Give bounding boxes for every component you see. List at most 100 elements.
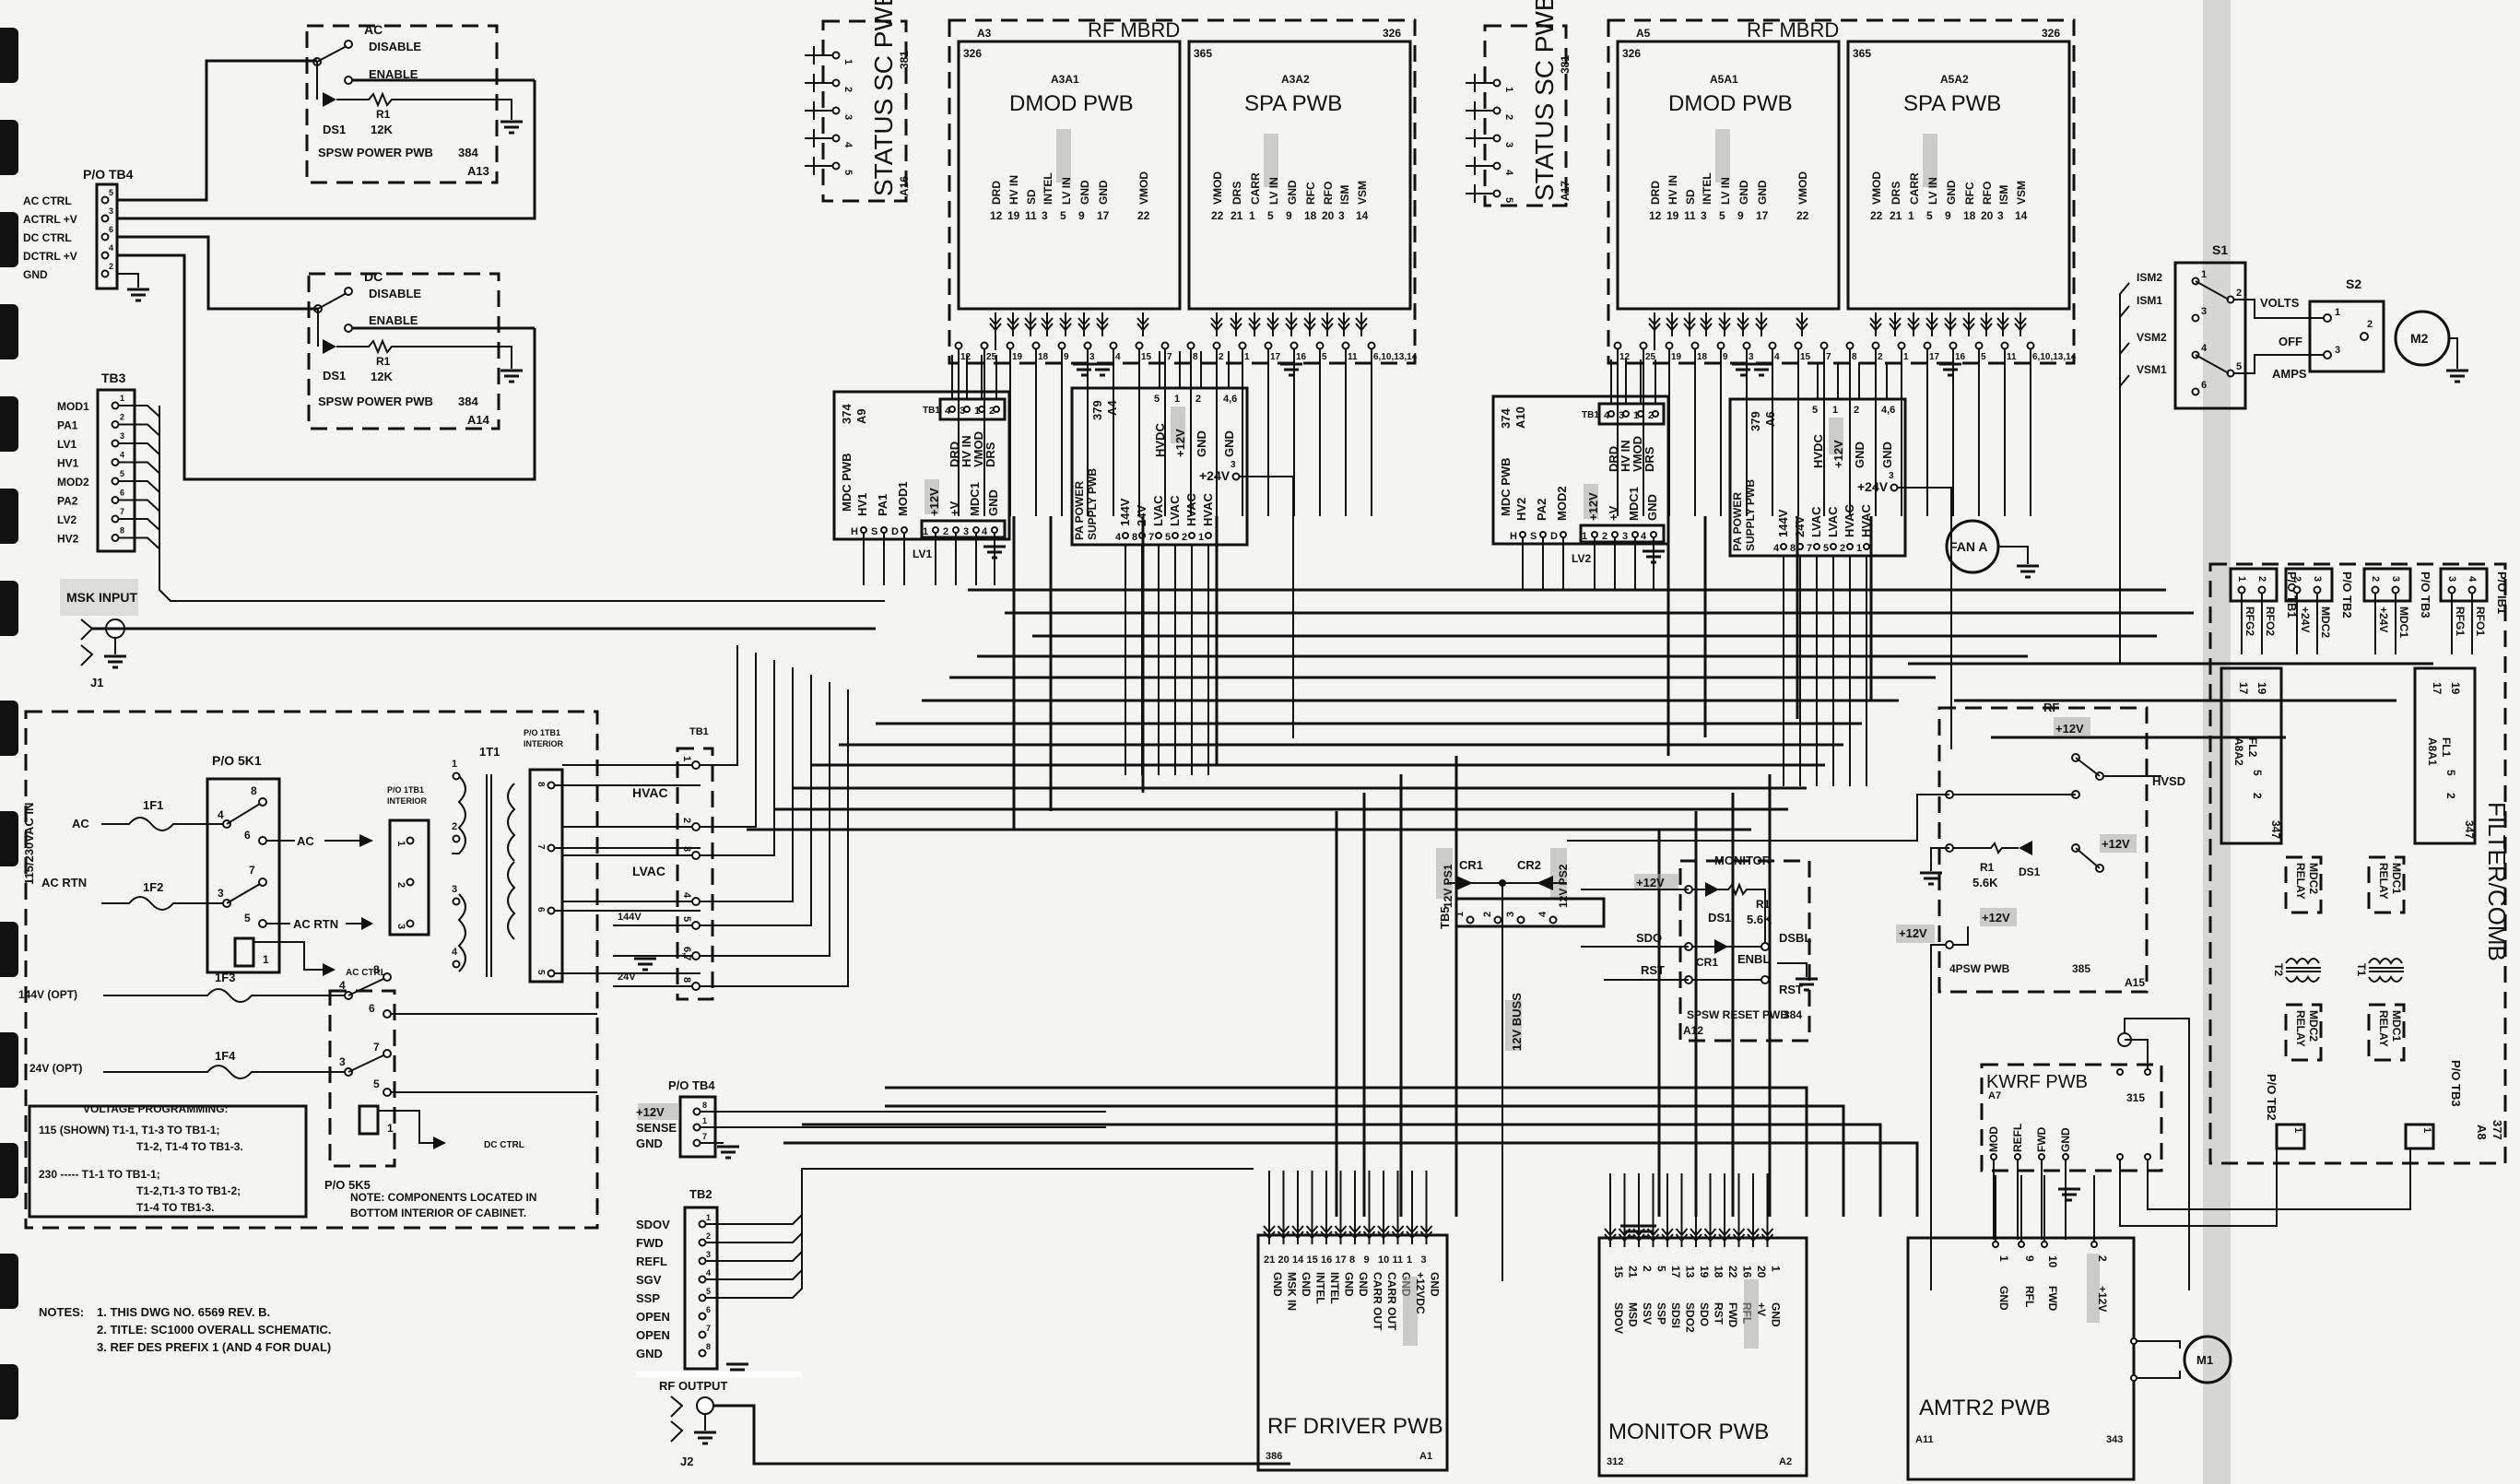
wire [119,518,160,531]
tb3-pin-label: LV2 [57,513,77,526]
tb1-interior-label-2: INTERIOR [387,796,428,806]
wire [706,1168,1254,1262]
dmod-pin-number: 9 [1078,209,1085,222]
wire [706,1168,1254,1299]
tb3-pin-label: PA2 [57,495,78,508]
spa-num: 365 [1853,47,1871,60]
reset-rst2: RST [1779,983,1803,996]
k1-pin-number: 3 [218,887,224,900]
tb2-title: TB2 [689,1187,712,1201]
outline [1454,897,1606,928]
t1-pin-number: 1 [452,759,457,770]
relay-label: RELAY [2294,1010,2307,1047]
terminal-pin [2130,1374,2137,1382]
sec-tb-label-1: P/O 1TB1 [524,728,560,737]
wire [1666,312,1678,336]
dmod-ref: A3A1 [1051,73,1079,86]
wire [1007,312,1019,336]
wire [700,682,830,957]
k5-pin-number: 6 [369,1002,375,1015]
fl-num: 347 [2269,820,2282,839]
tb4-pin-label: AC CTRL [23,194,72,207]
terminal-pin [1897,341,1906,350]
dmod-pin-label: GND [1097,180,1110,205]
resistor-icon [336,338,512,369]
terminal-pin [406,836,415,845]
terminal-pin [698,1312,707,1321]
binder-hole [0,120,18,175]
spa-pin-number: 5 [1926,209,1933,222]
paps-top-number: 5 [1154,394,1160,405]
rfdrv-pin-number: 8 [1349,1254,1355,1266]
t1-pin-number: 2 [452,821,457,832]
wire [1266,312,1279,336]
highlight-mark [2087,1254,2100,1323]
mbrd-bottom-pin-number: 5 [1981,352,1986,362]
outline [920,519,1007,539]
psw4-r1: R1 [1980,861,1995,874]
mbrd-bottom-pin-number: 18 [1697,352,1708,362]
s2-off: OFF [2279,335,2302,348]
terminal-pin [1637,410,1644,418]
terminal-pin [258,836,267,845]
mdc-lv-label: LV1 [913,548,932,560]
arrow-icon [361,917,373,930]
mdc-bottom-number: S [871,526,877,537]
filter-tb-pin-label: +24V [2377,607,2390,632]
mdc-bottom-label: +12V [1586,492,1600,521]
paps-bottom-number: 4 [1115,532,1122,543]
terminal-pin [1780,543,1787,550]
wire [457,893,466,972]
paps-24v-number: 3 [1889,471,1894,481]
filter-tb-pin-label: RFG1 [2454,607,2467,636]
terminal-pin [406,919,415,928]
mbrd-bottom-pin-number: 6,10,13,14 [2032,352,2077,362]
spa-pin-number: 20 [1981,209,1994,222]
mdc-bottom-number: 1 [923,526,928,537]
outline [2439,567,2489,603]
dmod-pin-number: 3 [1042,209,1048,222]
terminal-pin [2144,1068,2151,1076]
wire [1692,882,1766,947]
rfdrv-pin-number: 1 [1407,1254,1412,1266]
spsw-ac-title: AC [364,22,383,37]
spsw-ac-r1-value: 12K [371,123,393,136]
tb1-hvac: HVAC [632,785,668,800]
terminal-pin [1519,531,1526,538]
k5-pin-number: 5 [373,1078,380,1090]
mdc-bottom-label: HV1 [855,493,869,516]
wire [1210,312,1223,336]
wire [1930,847,1949,871]
terminal-pin [691,982,701,991]
wire [1737,312,1749,336]
filter-ptb3: P/O TB3 [2449,1060,2463,1107]
dmod-name: DMOD PWB [1668,91,1793,116]
terminal-pin [1871,341,1880,350]
mbrd-bottom-pin-number: 17 [1929,352,1940,362]
rfdrv-pin-number: 14 [1292,1254,1304,1266]
filter-tb-pin-label: RFO1 [2474,607,2487,636]
reset-cr1: CR1 [1696,956,1718,969]
filter-ptb2: P/O TB2 [2265,1074,2279,1121]
outline [2284,1003,2323,1062]
wire [2137,1371,2181,1379]
binder-hole [0,304,18,359]
spa-ref: A5A2 [1940,73,1969,86]
mdc-ref: A9 [854,408,868,424]
terminal-pin [1742,341,1751,350]
psw4-12v-c: +12V [1982,911,2010,925]
mdc-ref: A10 [1513,406,1527,429]
sec-pin-number: 7 [536,844,546,850]
spa-pin-number: 18 [1963,209,1976,222]
fl-sub: A8A1 [2426,737,2439,766]
terminal-pin [1992,1241,1999,1248]
mdc-bottom-number: H [851,526,858,537]
tb2-pin-label: SSP [636,1291,660,1305]
wire [2195,280,2230,300]
binder-hole [0,1364,18,1419]
terminal-pin [452,960,461,969]
spa-pin-number: 1 [1908,209,1914,222]
relay-label: RELAY [2294,863,2307,900]
reset-sdo: SDO [1636,931,1662,945]
